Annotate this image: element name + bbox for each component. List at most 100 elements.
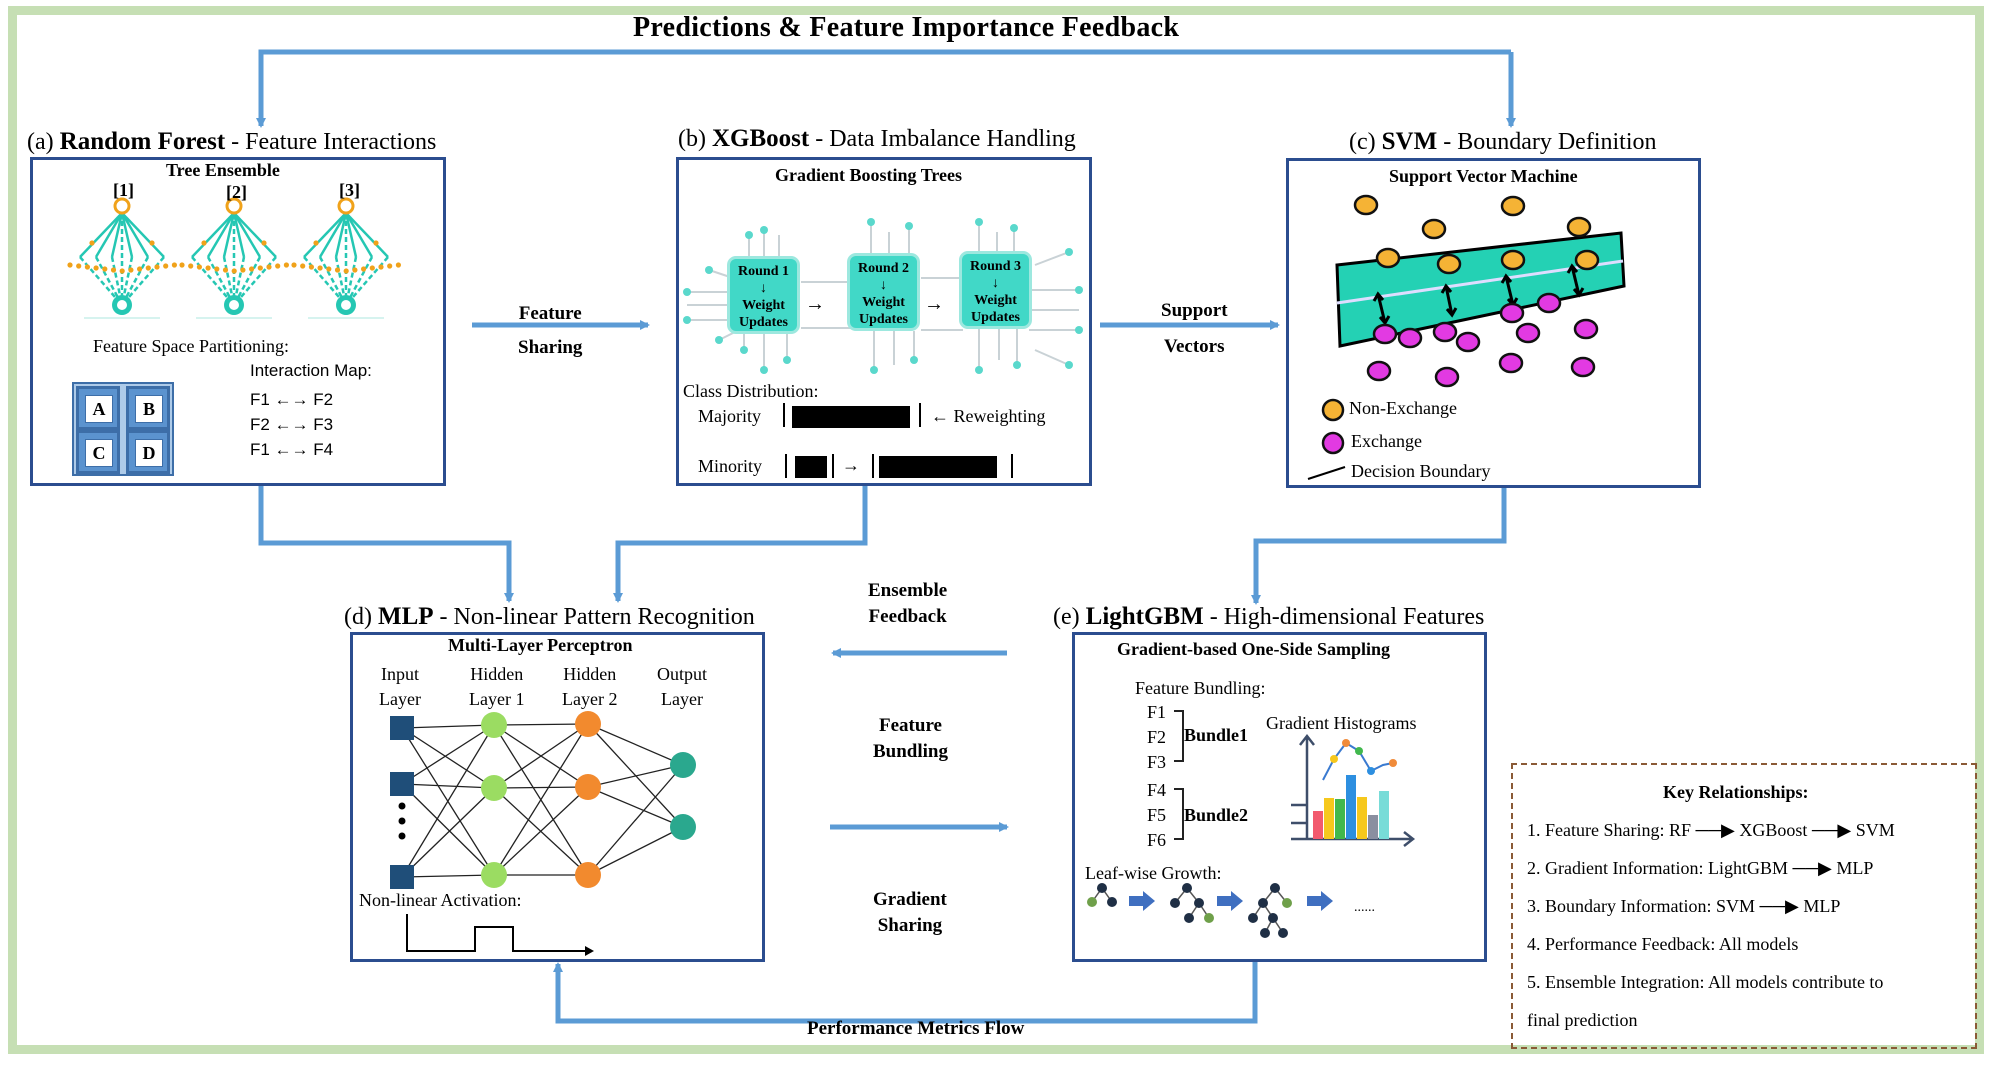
exchange-point [1573, 318, 1599, 340]
majority-label: Majority [698, 406, 761, 426]
minority-bar-after [879, 456, 997, 478]
network-edge [401, 783, 495, 789]
feature-label: F6 [1147, 830, 1167, 850]
tree-node [1268, 913, 1278, 923]
exchange-point [1515, 322, 1541, 344]
tree-node [1282, 898, 1292, 908]
key-item-text: 2. Gradient Information: LightGBM [1527, 858, 1788, 878]
key-item-text: XGBoost [1739, 820, 1808, 840]
layer-label-line: Output [657, 664, 708, 684]
partition-cell-c: C [76, 430, 120, 474]
hidden-node [575, 862, 601, 888]
feedback-arrow-top [256, 49, 1511, 128]
interaction-item: F1 ←→ F4 [250, 440, 334, 459]
panel-description: - Non-linear Pattern Recognition [433, 604, 755, 630]
network-graph [390, 711, 696, 956]
long-arrow-icon: ──▶ [1792, 858, 1832, 878]
panel-subtitle: Tree Ensemble [166, 160, 280, 180]
non-exchange-legend-icon [1321, 398, 1345, 422]
histograms-label: Gradient Histograms [1266, 713, 1417, 733]
ellipsis-dots [398, 802, 406, 840]
panel-model-name: XGBoost [711, 125, 810, 152]
non-exchange-point [1375, 247, 1401, 269]
tree-node [1194, 898, 1204, 908]
panel-xgboost: Gradient Boosting Trees Round 1 ↓ Weight… [676, 157, 1092, 486]
layer-label-line: Layer [379, 689, 421, 709]
bar-delimiter [785, 454, 787, 478]
key-title: Key Relationships: [1663, 782, 1809, 802]
tree-node [1097, 883, 1107, 893]
boosting-round-3: Round 3 ↓ Weight Updates [959, 251, 1032, 329]
non-exchange-point [1353, 194, 1379, 216]
legend-exchange: Exchange [1351, 431, 1422, 451]
panel-description: - High-dimensional Features [1203, 604, 1485, 630]
histogram-bar [1324, 798, 1334, 839]
layer-label-output: Output Layer [657, 662, 707, 712]
round-text: Weight [862, 295, 905, 310]
exchange-point [1536, 292, 1562, 314]
legend-non-exchange: Non-Exchange [1349, 398, 1457, 418]
panel-model-name: Random Forest [59, 128, 226, 155]
tree-node [1182, 883, 1192, 893]
output-node [670, 752, 696, 778]
round-arrow: ↓ [992, 276, 999, 291]
exchange-point [1366, 360, 1392, 382]
network-edge [401, 724, 495, 878]
activation-arrow-icon [585, 946, 594, 956]
flow-label-feature-sharing: Feature Sharing [518, 297, 582, 365]
interaction-item: F2 ←→ F3 [250, 415, 334, 434]
panel-model-name: MLP [377, 603, 434, 630]
key-relationships-box: Key Relationships: 1. Feature Sharing: R… [1511, 763, 1977, 1049]
partition-cell-b: B [126, 386, 170, 430]
round-text: Weight [974, 293, 1017, 308]
panel-letter: (d) [344, 604, 372, 630]
key-item-2: 2. Gradient Information: LightGBM ──▶ ML… [1527, 858, 1873, 879]
panel-title-svm: (c) SVM - Boundary Definition [1349, 128, 1657, 156]
tree-node [1248, 913, 1258, 923]
flow-label-ensemble-feedback: Ensemble Feedback [868, 578, 947, 630]
exchange-point [1570, 356, 1596, 378]
network-edge [493, 723, 589, 876]
exchange-point [1397, 327, 1423, 349]
network-edge [401, 874, 495, 878]
long-arrow-icon: ──▶ [1695, 820, 1735, 840]
layer-label-line: Hidden [470, 664, 524, 684]
feature-label: F1 [1147, 702, 1167, 722]
growth-arrow-icon [1143, 891, 1155, 911]
layer-label-line: Layer 2 [562, 689, 618, 709]
tree-node [1258, 898, 1268, 908]
bar-delimiter [1011, 454, 1013, 478]
feature-label: F2 [1147, 727, 1167, 747]
tree-node [1204, 913, 1214, 923]
reweighting-label: ← Reweighting [931, 406, 1046, 426]
round-text: Weight [742, 298, 785, 313]
partition-cell-label: C [85, 439, 113, 467]
growth-arrow-icon [1231, 891, 1243, 911]
flow-label-line: Bundling [873, 741, 948, 762]
flow-label-line: Sharing [877, 915, 943, 936]
class-distribution-label: Class Distribution: [683, 381, 819, 401]
hidden-node [575, 711, 601, 737]
tree-node [1087, 897, 1097, 907]
arrow-right-icon: → [924, 293, 944, 315]
arrow-performance-flow [553, 961, 1258, 1024]
feature-label: F4 [1147, 780, 1167, 800]
layer-label-line: Layer [661, 689, 703, 709]
minority-label: Minority [698, 456, 763, 476]
feature-label: F5 [1147, 805, 1167, 825]
exchange-point [1434, 366, 1460, 388]
panel-letter: (e) [1053, 604, 1080, 630]
bar-delimiter [919, 403, 921, 427]
panel-model-name: SVM [1381, 128, 1438, 155]
round-text: Updates [738, 315, 788, 330]
non-exchange-point [1436, 253, 1462, 275]
layer-label-input: Input Layer [379, 662, 421, 712]
key-item-5: 5. Ensemble Integration: All models cont… [1527, 972, 1884, 992]
arrow-xgb-mlp [613, 485, 868, 603]
tree-label-1: [1] [113, 180, 134, 200]
svm-plot [1307, 194, 1626, 480]
network-edge [493, 786, 589, 876]
flow-label-line: Feature [518, 303, 582, 324]
bundle1-label: Bundle1 [1184, 725, 1249, 745]
network-edge [587, 764, 684, 788]
